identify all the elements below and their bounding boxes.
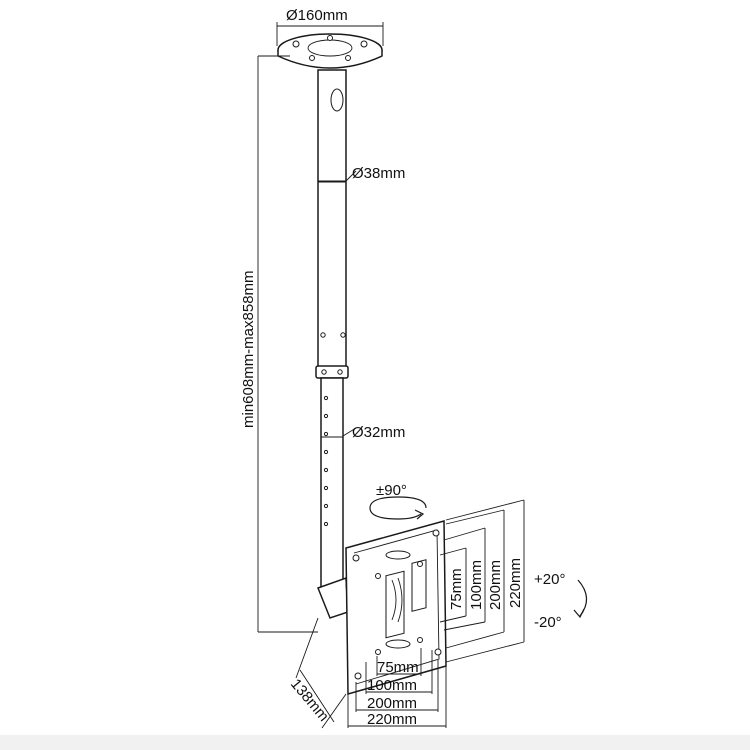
- depth-dimension: 138mm: [287, 617, 347, 729]
- bottom-strip: [0, 735, 750, 750]
- base-diameter-dimension: Ø160mm: [276, 7, 384, 46]
- h-220-label: 220mm: [367, 711, 417, 728]
- lower-tube-diameter-label: Ø32mm: [352, 424, 405, 441]
- tilt-indicator: +20° -20°: [534, 571, 588, 631]
- height-range-dimension: min608mm-max858mm: [240, 55, 318, 633]
- upper-tube-diameter-label: Ø38mm: [352, 165, 405, 182]
- tilt-up-label: +20°: [534, 571, 565, 588]
- height-range-label: min608mm-max858mm: [240, 270, 257, 428]
- v-200-label: 200mm: [487, 560, 504, 610]
- vertical-vesa-dimensions: 75mm 100mm 200mm 220mm: [439, 499, 525, 663]
- v-100-label: 100mm: [468, 560, 485, 610]
- h-200-label: 200mm: [367, 695, 417, 712]
- h-100-label: 100mm: [367, 677, 417, 694]
- lower-tube-diameter-dimension: Ø32mm: [342, 424, 405, 441]
- tilt-down-label: -20°: [534, 614, 562, 631]
- ceiling-plate: [277, 33, 383, 69]
- swivel-label: ±90°: [376, 482, 407, 499]
- depth-label: 138mm: [287, 676, 332, 725]
- swivel-indicator: ±90°: [369, 482, 427, 520]
- v-75-label: 75mm: [448, 568, 465, 610]
- tube-collar: [315, 365, 349, 379]
- base-diameter-label: Ø160mm: [286, 7, 348, 24]
- lower-tube: [320, 377, 344, 589]
- horizontal-vesa-dimensions: 75mm 100mm 200mm 220mm: [347, 648, 447, 728]
- upper-tube-diameter-dimension: Ø38mm: [318, 165, 405, 182]
- v-220-label: 220mm: [507, 558, 524, 608]
- upper-tube: [317, 69, 347, 371]
- h-75-label: 75mm: [377, 659, 419, 676]
